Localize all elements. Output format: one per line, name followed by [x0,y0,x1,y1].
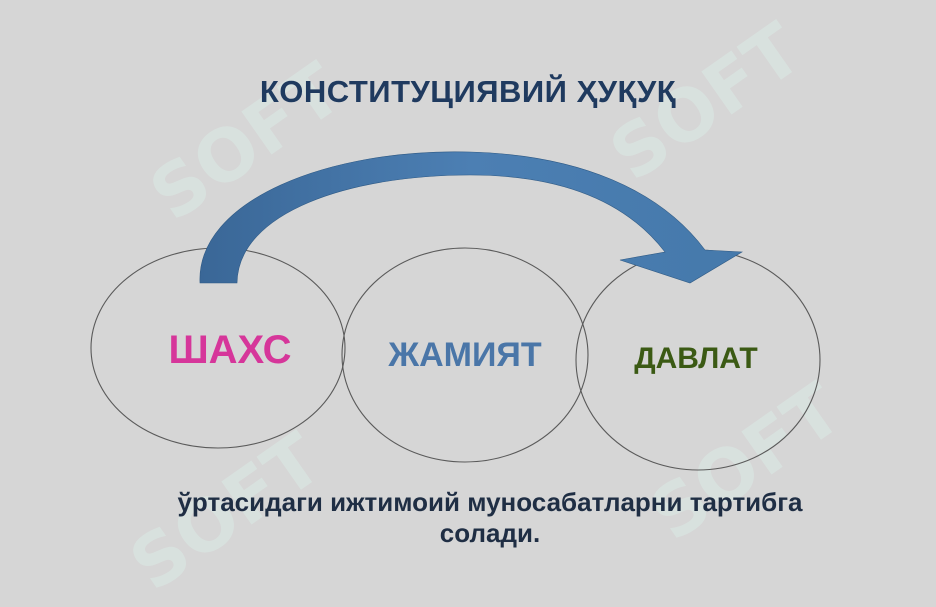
state-label: ДАВЛАТ [634,342,758,375]
footer-line-2: солади. [439,518,541,548]
curved-arrow [199,151,743,284]
circle-society [341,247,589,463]
society-label: ЖАМИЯТ [388,336,542,374]
person-label: ШАХС [168,328,292,372]
diagram-title: КОНСТИТУЦИЯВИЙ ҲУҚУҚ [259,74,677,109]
diagram-canvas: SOFT SOFT SOFT SOFT КОНСТИТУЦИЯВИЙ ҲУҚУҚ… [90,7,870,607]
footer-line-1: ўртасидаги ижтимоий муносабатларни тарти… [177,487,803,517]
diagram-graphics [90,151,821,471]
footer-text: ўртасидаги ижтимоий муносабатларни тарти… [110,487,870,549]
